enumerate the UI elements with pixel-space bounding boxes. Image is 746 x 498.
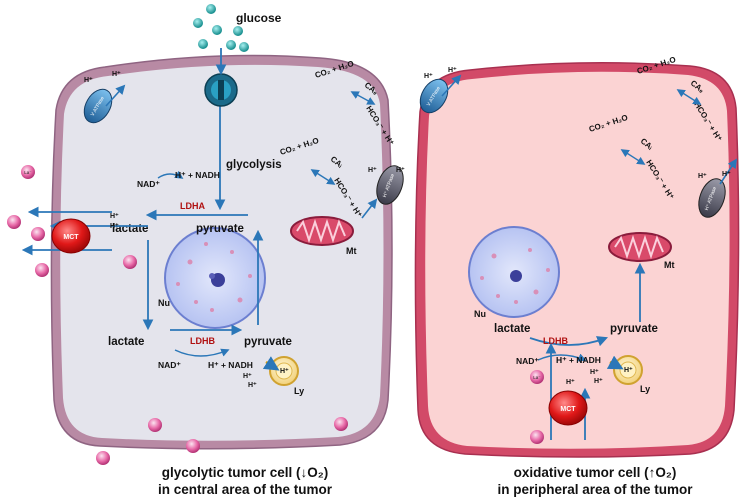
left-pump-h-2: H⁺ xyxy=(396,167,405,174)
left-ly-label: Ly xyxy=(294,386,304,396)
ldha-label: LDHA xyxy=(180,201,205,211)
right-v-atpase: V ATPase xyxy=(419,78,449,114)
right-lactate: lactate xyxy=(494,323,530,335)
right-ldhb-arrow xyxy=(529,336,609,347)
right-lysosome xyxy=(606,355,643,385)
glucose-molecules xyxy=(193,4,249,52)
right-cell-cytoplasm xyxy=(425,71,730,449)
nad-cycle-arrow-bottom xyxy=(174,348,230,357)
right-ca-ext-arrow xyxy=(676,89,702,105)
right-ldhb-label: LDHB xyxy=(543,336,568,346)
left-h-1: H⁺ xyxy=(243,373,252,380)
right-nu-label: Nu xyxy=(474,309,486,319)
left-v-atpase-arrow xyxy=(105,84,126,107)
right-h-nadh: H⁺ + NADH xyxy=(556,355,601,365)
right-pump-h-2: H⁺ xyxy=(722,171,731,178)
glucose-transporter xyxy=(204,73,238,107)
right-pump-arrow xyxy=(719,158,738,185)
left-nad-top: NAD⁺ xyxy=(137,179,160,189)
right-v-atpase-arrow xyxy=(441,74,462,97)
right-nucleus xyxy=(468,226,560,318)
left-lactate-ions xyxy=(7,165,348,465)
right-caption: oxidative tumor cell (↑O₂) in peripheral… xyxy=(450,464,740,498)
left-mct-label: MCT xyxy=(63,234,79,241)
right-v-h-1: H⁺ xyxy=(424,73,433,80)
right-ly-label: Ly xyxy=(640,384,650,394)
right-nad-cycle-arrow xyxy=(537,353,587,362)
left-mct-h-1: H⁺ xyxy=(110,213,119,220)
left-ca-ext-arrow xyxy=(350,91,376,105)
right-h-atpase: H⁺ ATPase xyxy=(698,178,726,218)
left-nucleus xyxy=(164,227,266,329)
right-cell: Nu Mt lactate pyruvate LDHB NAD⁺ H⁺ + NA… xyxy=(414,55,740,458)
left-caption-line2: in central area of the tumor xyxy=(157,482,333,497)
left-pump-arrow xyxy=(361,198,378,219)
left-nad-bottom: NAD⁺ xyxy=(158,360,181,370)
glucose-label: glucose xyxy=(236,11,282,25)
right-caption-line1: oxidative tumor cell (↑O₂) xyxy=(513,465,677,480)
right-caption-line2: in peripheral area of the tumor xyxy=(497,482,693,497)
left-mct-h-2: H⁺ xyxy=(110,223,119,230)
left-mct-transporter xyxy=(51,218,91,254)
left-h-nadh-top: H⁺ + NADH xyxy=(175,170,220,180)
left-cell: Nu Mt H⁺ Ly glycolysis NAD⁺ H⁺ + NADH LD… xyxy=(7,4,405,465)
left-caption: glycolytic tumor cell (↓O₂) in central a… xyxy=(100,464,390,498)
right-h-1: H⁺ xyxy=(590,369,599,376)
right-ca-int-arrow xyxy=(620,149,646,165)
left-pump-h-1: H⁺ xyxy=(368,167,377,174)
right-v-h-2: H⁺ xyxy=(448,67,457,74)
left-lactate-bottom: lactate xyxy=(108,336,144,348)
left-caption-line1: glycolytic tumor cell (↓O₂) xyxy=(161,465,329,480)
left-ldhb-label: LDHB xyxy=(190,336,215,346)
right-mitochondrion xyxy=(608,232,672,262)
glycolysis-label: glycolysis xyxy=(226,159,282,171)
right-lactate-ions xyxy=(530,370,544,444)
left-lysosome xyxy=(262,356,299,386)
right-mct-h: H⁺ xyxy=(566,379,575,386)
left-v-h-2: H⁺ xyxy=(112,71,121,78)
left-pyruvate-top: pyruvate xyxy=(196,223,244,235)
left-pyruvate-bottom: pyruvate xyxy=(244,336,292,348)
left-mitochondrion xyxy=(290,216,354,246)
right-pump-h-1: H⁺ xyxy=(698,173,707,180)
right-pyruvate: pyruvate xyxy=(610,323,658,335)
left-ca-int-arrow xyxy=(310,169,336,185)
left-h-nadh-bottom: H⁺ + NADH xyxy=(208,360,253,370)
left-la-ion-label: La⁻ xyxy=(24,170,32,175)
right-mct-label: MCT xyxy=(560,406,576,413)
right-nad: NAD⁺ xyxy=(516,356,539,366)
left-ly-h: H⁺ xyxy=(280,368,289,375)
right-mct-transporter xyxy=(548,390,588,426)
nad-cycle-arrow-top xyxy=(157,170,184,179)
left-nu-label: Nu xyxy=(158,298,170,308)
right-ly-h: H⁺ xyxy=(624,367,633,374)
left-v-atpase: V ATPase xyxy=(83,88,113,124)
left-mt-label: Mt xyxy=(346,246,357,256)
left-h-atpase: H⁺ ATPase xyxy=(376,165,404,205)
right-h-2: H⁺ xyxy=(594,378,603,385)
left-v-h-1: H⁺ xyxy=(84,77,93,84)
right-mt-label: Mt xyxy=(664,260,675,270)
right-la-ion-label: La⁻ xyxy=(533,375,541,380)
left-h-2: H⁺ xyxy=(248,382,257,389)
